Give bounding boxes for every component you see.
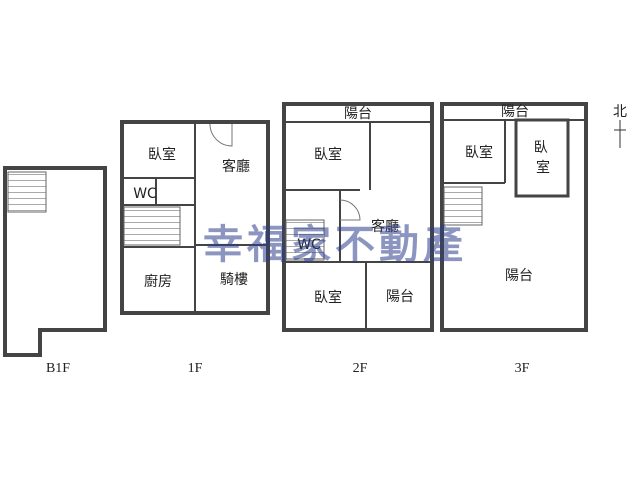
- 3f-bedroom-right-line1: 臥: [534, 140, 548, 156]
- 2f-door-swing: [339, 199, 361, 221]
- north-label: 北: [613, 104, 627, 120]
- north-arrow: 北: [613, 104, 627, 148]
- watermark: 幸福家不動產: [203, 222, 467, 268]
- floor-b1f: B1F: [3, 166, 107, 376]
- 2f-bedroom-top-label: 臥室: [314, 146, 342, 163]
- floor-label-3f: 3F: [515, 361, 530, 376]
- 1f-stairs: [123, 206, 181, 246]
- 3f-stairs: [443, 186, 483, 226]
- floor-label-b1f: B1F: [46, 361, 70, 376]
- floor-label-2f: 2F: [353, 361, 368, 376]
- b1f-outline: [3, 166, 107, 357]
- floor-2f: 陽台 臥室 客廳 WC 臥室 陽台 2F: [282, 102, 434, 376]
- 3f-balcony-main-label: 陽台: [505, 268, 533, 284]
- 3f-bedroom-left-label: 臥室: [465, 144, 493, 161]
- 3f-bedroom-right-label: 臥 室: [534, 140, 552, 176]
- floor-1f: 臥室 客廳 WC 廚房 騎樓 1F: [120, 120, 270, 376]
- 3f-balcony-top-label: 陽台: [501, 104, 529, 120]
- 1f-living-label: 客廳: [222, 158, 250, 175]
- 1f-bedroom-label: 臥室: [148, 146, 176, 163]
- b1f-stairs: [7, 171, 47, 213]
- 2f-wc-label: WC: [297, 237, 321, 253]
- 1f-kitchen-label: 廚房: [144, 273, 172, 290]
- 2f-stairs: [285, 219, 325, 261]
- 3f-bedroom-right-line2: 室: [536, 159, 550, 176]
- 3f-bedroom-right-box: [514, 118, 570, 198]
- floor-3f: 陽台 臥室 臥 室 陽台 3F: [440, 102, 588, 376]
- 1f-door-swing: [209, 123, 233, 147]
- floor-label-1f: 1F: [188, 361, 203, 376]
- 1f-wc-label: WC: [133, 186, 157, 202]
- 1f-arcade-label: 騎樓: [220, 272, 248, 288]
- 2f-outline: [282, 102, 434, 332]
- 2f-bedroom-bottom-label: 臥室: [314, 289, 342, 306]
- 3f-outline: [440, 102, 588, 332]
- 2f-balcony-top-label: 陽台: [344, 106, 372, 122]
- 2f-balcony-right-label: 陽台: [386, 289, 414, 305]
- 2f-living-label: 客廳: [371, 218, 399, 235]
